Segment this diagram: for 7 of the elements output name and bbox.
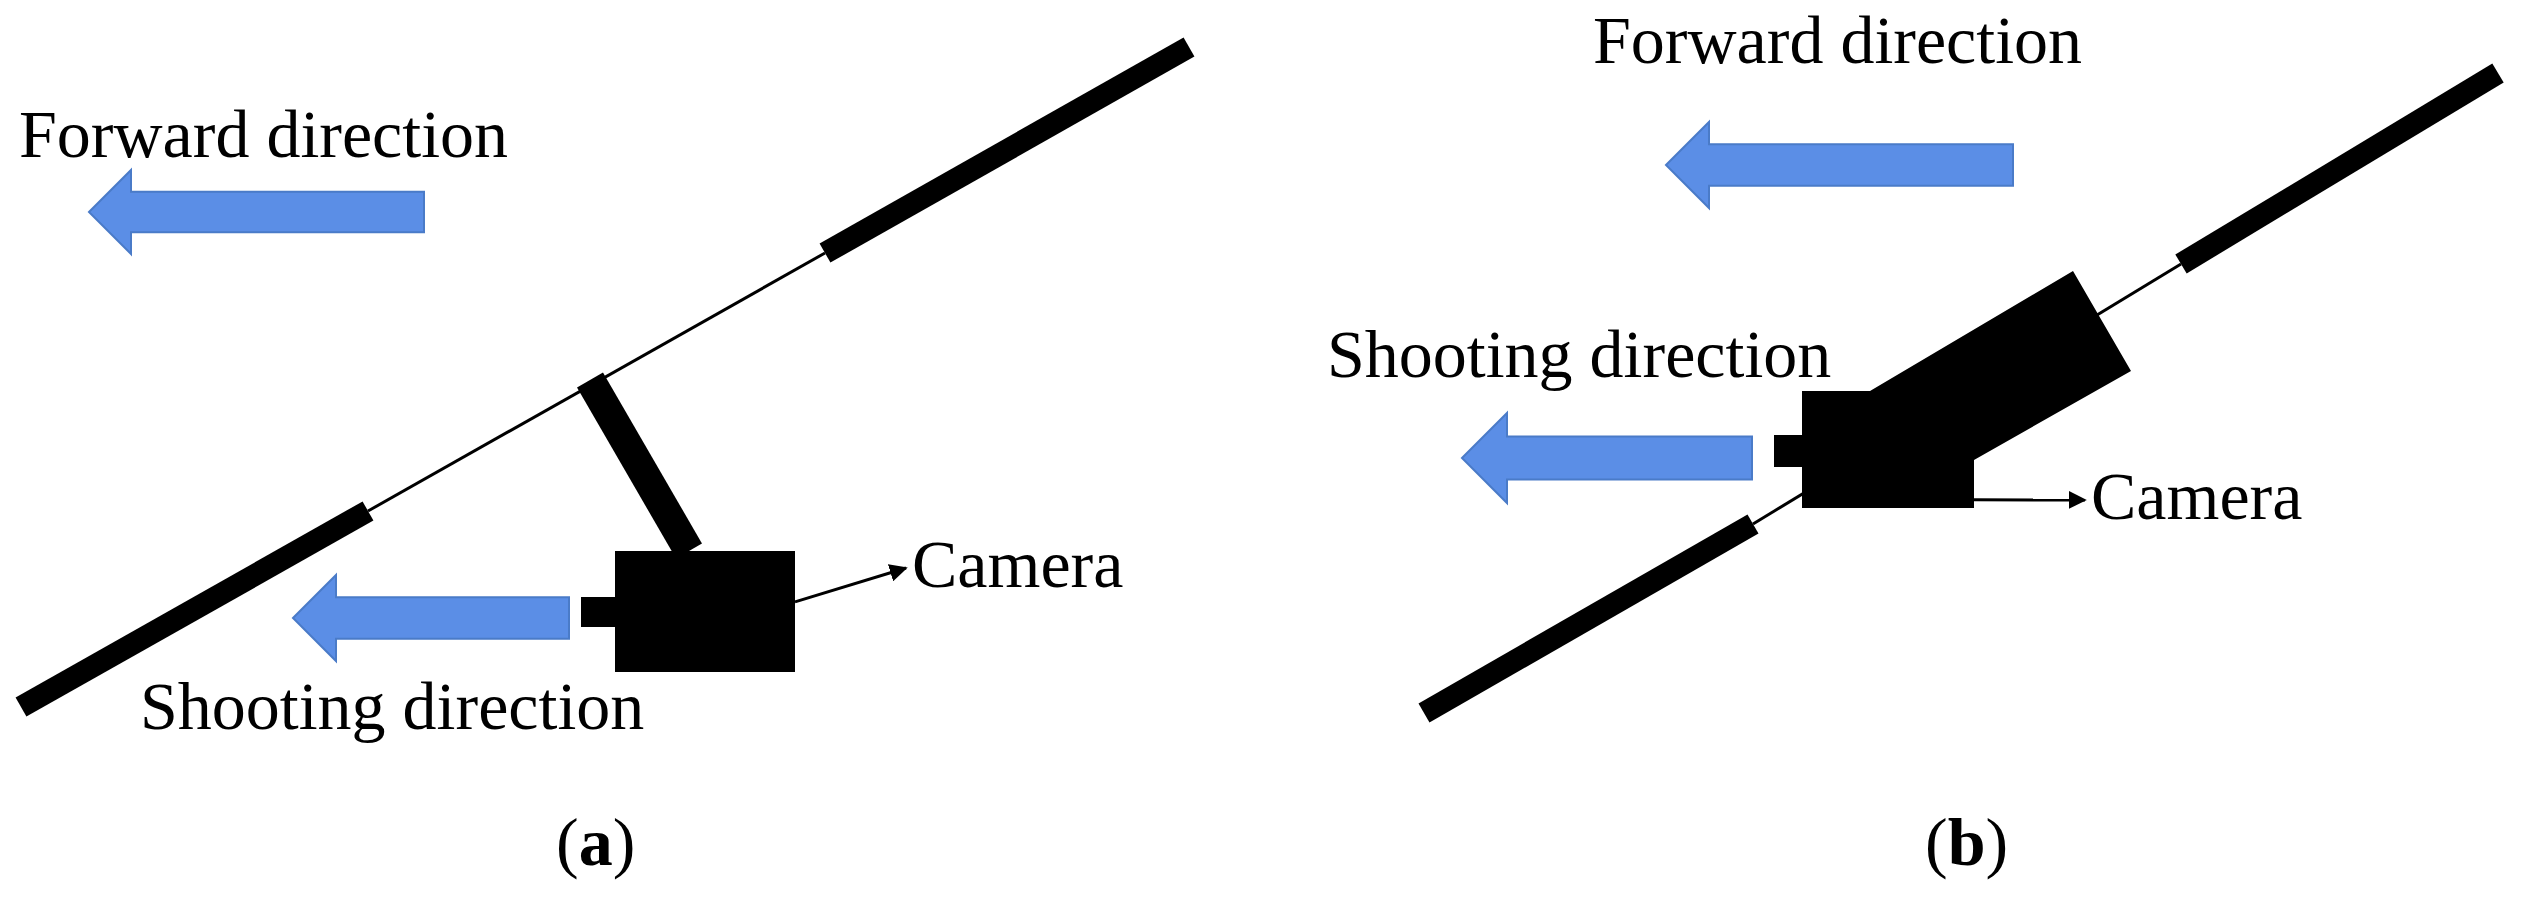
leader-arrow	[1974, 490, 2087, 509]
camera-label: Camera	[2091, 462, 2303, 530]
camera-label: Camera	[912, 530, 1124, 598]
camera-drawing	[581, 551, 795, 672]
direction-label: Forward direction	[1593, 6, 2083, 74]
direction-label: Forward direction	[19, 100, 509, 168]
leader-arrow	[794, 564, 908, 604]
